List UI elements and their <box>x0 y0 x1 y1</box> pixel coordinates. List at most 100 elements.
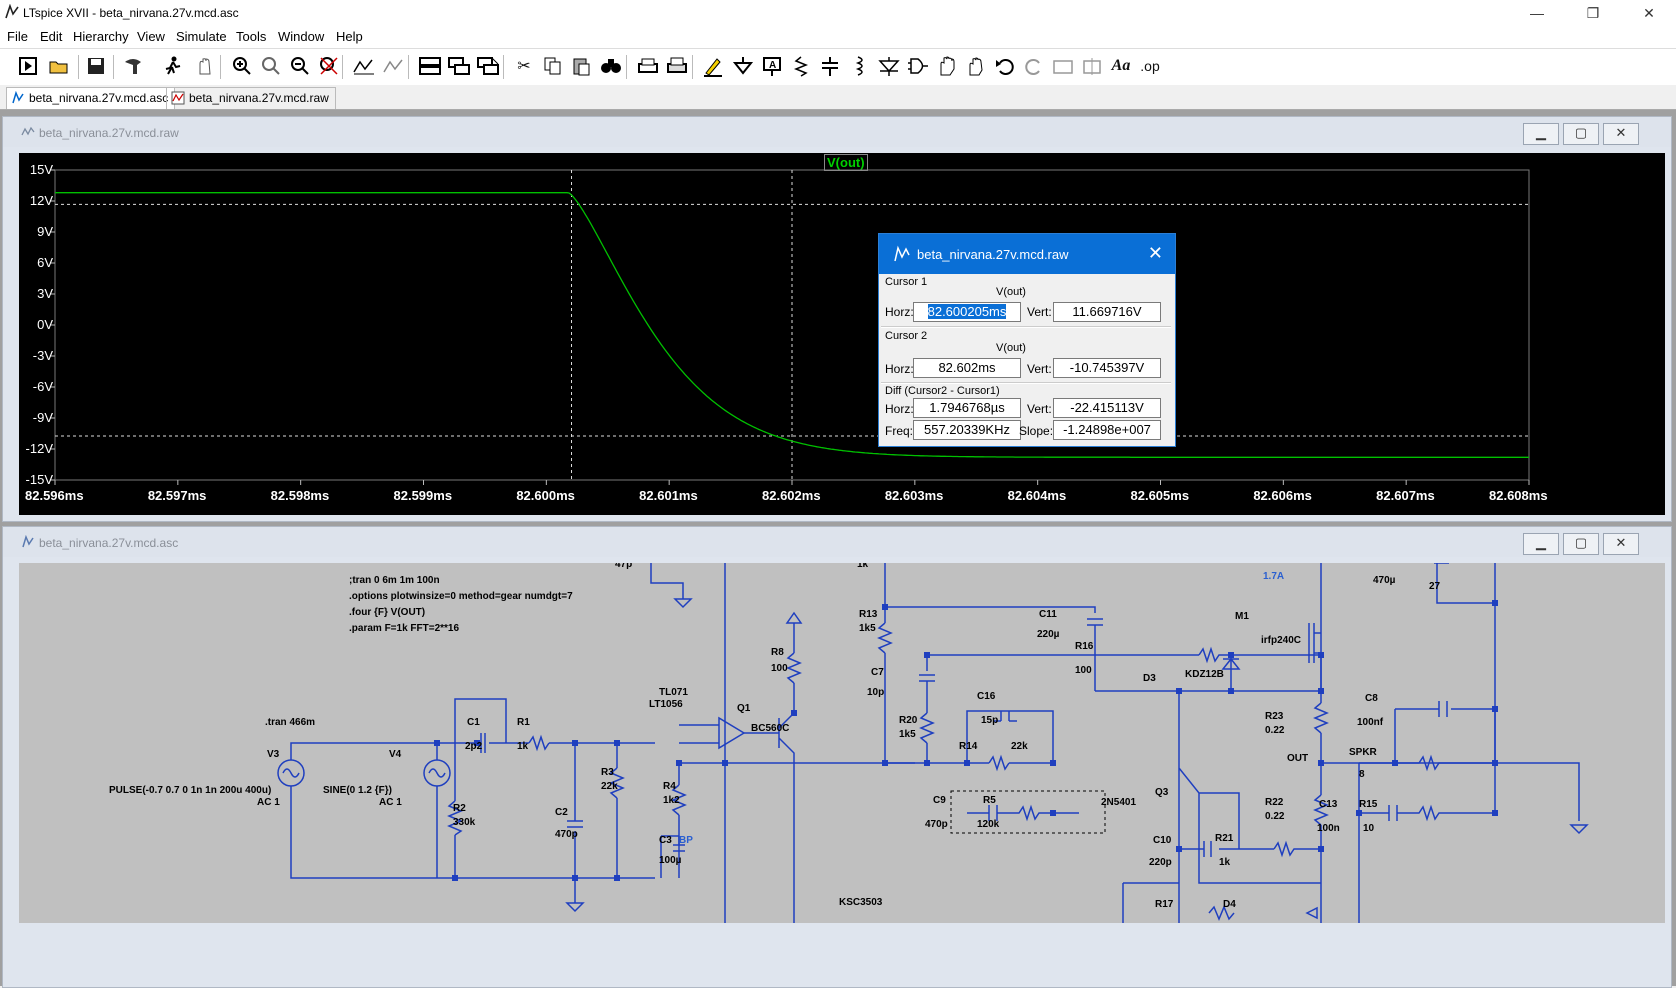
ground-icon[interactable] <box>731 54 755 78</box>
spkr-label[interactable]: SPKR <box>1349 747 1377 758</box>
cascade-icon[interactable] <box>447 54 471 78</box>
cursor-dialog-titlebar[interactable]: beta_nirvana.27v.mcd.raw ✕ <box>879 234 1175 274</box>
diff-freq-field[interactable]: 557.20339KHz <box>913 420 1021 440</box>
mirror-icon[interactable] <box>1080 54 1104 78</box>
c13-value[interactable]: 100n <box>1317 823 1340 834</box>
opamp-label[interactable]: TL071 <box>659 687 688 698</box>
r16-value[interactable]: 100 <box>1075 665 1092 676</box>
c8-value[interactable]: 100nf <box>1357 717 1384 728</box>
control-panel-icon[interactable] <box>121 54 145 78</box>
d4-label[interactable]: D4 <box>1223 899 1236 910</box>
copy-icon[interactable] <box>541 54 565 78</box>
c13-label[interactable]: C13 <box>1319 799 1338 810</box>
drag-icon[interactable] <box>964 54 988 78</box>
cursor2-horz-field[interactable]: 82.602ms <box>913 358 1021 378</box>
q1-label[interactable]: Q1 <box>737 703 751 714</box>
component-icon[interactable] <box>906 54 930 78</box>
menu-tools[interactable]: Tools <box>236 29 267 44</box>
diff-horz-field[interactable]: 1.7946768µs <box>913 398 1021 418</box>
spice-directive[interactable]: .options plotwinsize=0 method=gear numdg… <box>349 591 573 602</box>
menu-simulate[interactable]: Simulate <box>176 29 227 44</box>
c1-value[interactable]: 2p2 <box>465 741 483 752</box>
waveform-window-titlebar[interactable]: beta_nirvana.27v.mcd.raw ▁ ▢ ✕ <box>3 117 1671 147</box>
r8-label[interactable]: R8 <box>771 647 784 658</box>
cut-icon[interactable]: ✂ <box>517 58 531 75</box>
r16-label[interactable]: R16 <box>1075 641 1094 652</box>
c9-value[interactable]: 470p <box>925 819 948 830</box>
c11-label[interactable]: C11 <box>1039 609 1057 620</box>
menu-edit[interactable]: Edit <box>40 29 63 44</box>
cursor1-horz-field[interactable]: 82.600205ms <box>913 302 1021 322</box>
c1-label[interactable]: C1 <box>467 717 480 728</box>
r14-value[interactable]: 22k <box>1011 741 1028 752</box>
autorange-icon[interactable] <box>352 54 376 78</box>
r3-label[interactable]: R3 <box>601 767 614 778</box>
c16-value[interactable]: 15p <box>981 715 999 726</box>
waveform-maximize-button[interactable]: ▢ <box>1563 123 1599 145</box>
r13-label[interactable]: R13 <box>859 609 878 620</box>
spice-directive[interactable]: .four {F} V(OUT) <box>349 607 426 618</box>
print-setup-icon[interactable] <box>665 54 689 78</box>
menu-window[interactable]: Window <box>278 29 325 44</box>
spkr-value[interactable]: 8 <box>1359 769 1365 780</box>
minimize-button[interactable]: — <box>1530 5 1544 21</box>
draw-wire-icon[interactable] <box>701 54 725 78</box>
rotate-icon[interactable] <box>1051 54 1075 78</box>
menu-view[interactable]: View <box>137 29 165 44</box>
tile-icon[interactable] <box>382 54 406 78</box>
diff-slope-field[interactable]: -1.24898e+007 <box>1053 420 1161 440</box>
r3-value[interactable]: 22k <box>601 781 618 792</box>
r2-label[interactable]: R2 <box>453 803 466 814</box>
label-net-icon[interactable]: A <box>760 54 784 78</box>
r20-label[interactable]: R20 <box>899 715 918 726</box>
r20-value[interactable]: 1k5 <box>899 729 916 740</box>
menu-hierarchy[interactable]: Hierarchy <box>73 29 129 44</box>
c10-label[interactable]: C10 <box>1153 835 1172 846</box>
restore-button[interactable]: ❐ <box>1586 5 1600 21</box>
out-net-label[interactable]: OUT <box>1287 753 1309 764</box>
v4-value[interactable]: SINE(0 1.2 {F}) <box>323 785 392 796</box>
inductor-icon[interactable] <box>847 54 871 78</box>
new-schematic-icon[interactable] <box>16 54 40 78</box>
supply-27v-value[interactable]: 27 <box>1429 581 1441 592</box>
r22-value[interactable]: 0.22 <box>1265 811 1285 822</box>
c7-value[interactable]: 10p <box>867 687 885 698</box>
cursor-dialog-close-icon[interactable]: ✕ <box>1147 243 1163 263</box>
opamp-model[interactable]: LT1056 <box>649 699 683 710</box>
cursor2-vert-field[interactable]: -10.745397V <box>1053 358 1161 378</box>
zoom-pan-icon[interactable] <box>259 54 283 78</box>
q3-value[interactable]: 2N5401 <box>1101 797 1137 808</box>
top-1k-value[interactable]: 1k <box>857 563 869 570</box>
schematic-canvas[interactable]: ;tran 0 6m 1m 100n .options plotwinsize=… <box>19 563 1665 923</box>
resistor-icon[interactable] <box>789 54 813 78</box>
c2-label[interactable]: C2 <box>555 807 568 818</box>
capacitor-icon[interactable] <box>818 54 842 78</box>
trace-label-vout[interactable]: V(out) <box>824 154 868 171</box>
m1-value[interactable]: irfp240C <box>1261 635 1302 646</box>
menu-help[interactable]: Help <box>336 29 363 44</box>
r22-label[interactable]: R22 <box>1265 797 1284 808</box>
waveform-close-button[interactable]: ✕ <box>1603 123 1639 145</box>
cap-470u-value[interactable]: 470µ <box>1373 575 1396 586</box>
zoom-fit-icon[interactable] <box>317 54 341 78</box>
top-47p-value[interactable]: 47p <box>615 563 633 570</box>
schematic-minimize-button[interactable]: ▁ <box>1523 533 1559 555</box>
r13-value[interactable]: 1k5 <box>859 623 876 634</box>
v3-label[interactable]: V3 <box>267 749 280 760</box>
d3-value[interactable]: KDZ12B <box>1185 669 1224 680</box>
spice-directive[interactable]: ;tran 0 6m 1m 100n <box>349 575 440 586</box>
tile-horizontal-icon[interactable] <box>418 54 442 78</box>
r21-label[interactable]: R21 <box>1215 833 1234 844</box>
r23-label[interactable]: R23 <box>1265 711 1284 722</box>
diff-vert-field[interactable]: -22.415113V <box>1053 398 1161 418</box>
schematic-window-titlebar[interactable]: beta_nirvana.27v.mcd.asc ▁ ▢ ✕ <box>3 527 1671 557</box>
cursor1-vert-field[interactable]: 11.669716V <box>1053 302 1161 322</box>
r17-label[interactable]: R17 <box>1155 899 1174 910</box>
r14-label[interactable]: R14 <box>959 741 978 752</box>
r4-label[interactable]: R4 <box>663 781 676 792</box>
r23-value[interactable]: 0.22 <box>1265 725 1285 736</box>
c10-value[interactable]: 220p <box>1149 857 1172 868</box>
q1-value[interactable]: BC560C <box>751 723 790 734</box>
v3-value[interactable]: PULSE(-0.7 0.7 0 1n 1n 200u 400u) <box>109 785 272 796</box>
